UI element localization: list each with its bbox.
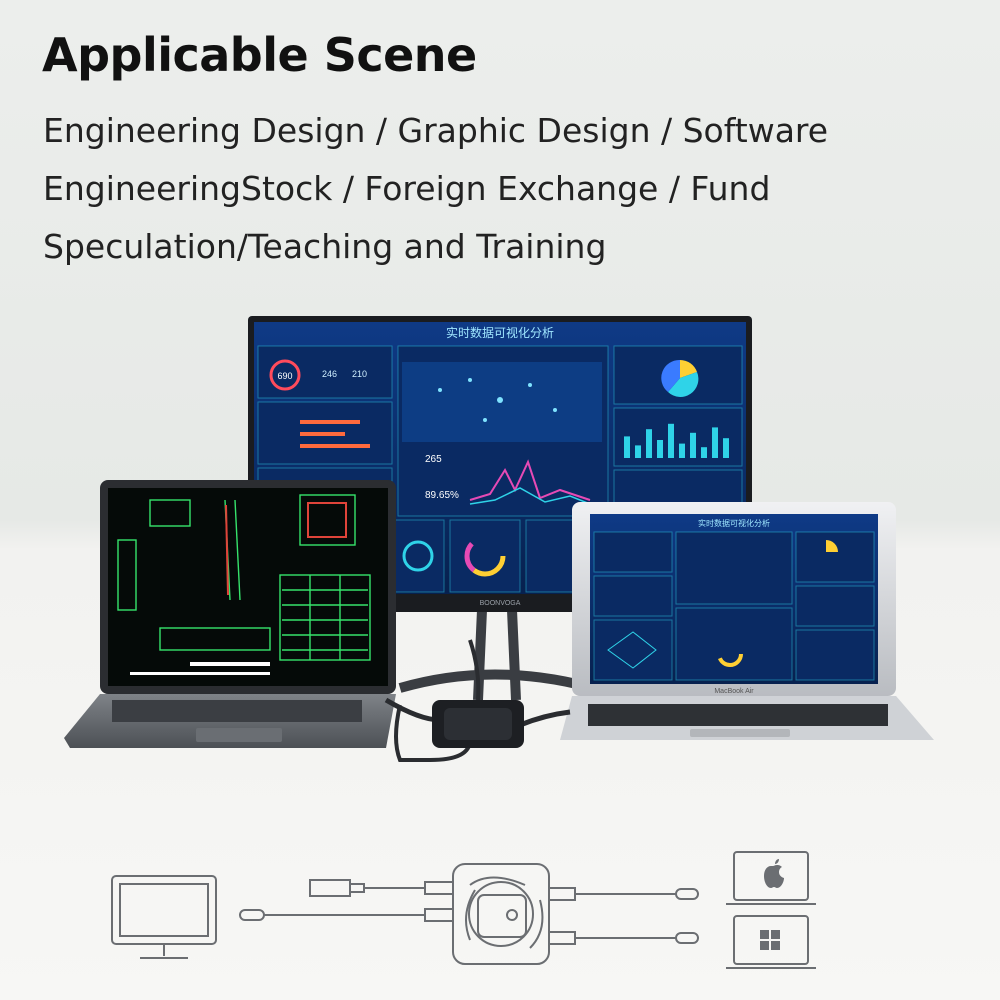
scene-line: Speculation/Teaching and Training [43,227,607,266]
usb-c-cable-icon [239,908,454,922]
dashboard-bar [646,429,652,458]
monitor-bar-chart [624,423,729,458]
mac-laptop-outline-icon [726,851,816,905]
windows-icon [760,930,780,950]
stat-value: 210 [352,369,367,379]
scene-line: EngineeringStock / Foreign Exchange / Fu… [43,169,771,208]
right-laptop-dashboard-title: 实时数据可视化分析 [698,518,770,528]
stat-value: 246 [322,369,337,379]
usb-c-cable-icon [548,931,699,945]
dashboard-bar [668,423,674,458]
scene-line: Engineering Design / Graphic Design / So… [43,111,829,150]
stat-value: 690 [277,371,292,381]
monitor-brand: BOONVOGA [480,600,521,607]
page-title: Applicable Scene [42,28,477,82]
stat-value: 89.65% [425,490,459,501]
cad-screen [108,488,388,686]
dashboard-bar [701,447,707,458]
dashboard-bar [635,445,641,458]
dashboard-bar [723,438,729,458]
monitor-outline-icon [111,875,217,959]
kvm-switch-outline-icon [452,863,550,965]
dashboard-bar [679,443,685,458]
left-laptop [64,480,396,748]
dashboard-bar [624,436,630,458]
product-scene-illustration: 实时数据可视化分析 690 246 210 265 89.65% [64,316,934,762]
applicable-scenes-text: Engineering Design / Graphic Design / So… [43,102,943,276]
monitor-dashboard-title: 实时数据可视化分析 [446,325,554,340]
stat-value: 265 [425,454,442,465]
apple-icon [764,859,784,888]
usb-c-cable-icon [548,887,699,901]
connection-diagram [111,851,816,969]
kvm-switch [384,639,571,762]
dashboard-bar [657,440,663,458]
hdmi-cable-icon [309,879,454,897]
right-laptop-brand: MacBook Air [714,688,754,695]
windows-laptop-outline-icon [726,915,816,969]
monitor-stand [398,609,602,701]
right-laptop: 实时数据可视化分析 MacBook Air [560,502,934,740]
dashboard-bar [690,432,696,458]
dashboard-bar [712,427,718,458]
